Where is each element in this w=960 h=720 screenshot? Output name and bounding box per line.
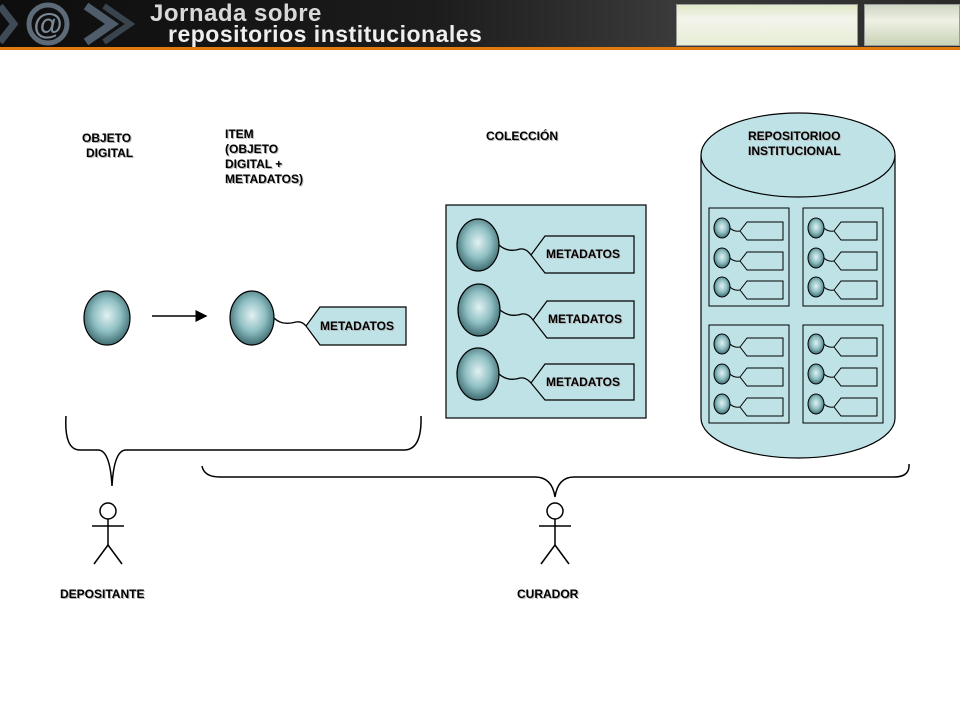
depositor-label: DEPOSITANTE — [60, 587, 145, 601]
repository-label: REPOSITORIOO INSTITUCIONAL — [748, 129, 841, 159]
screenshot-thumbnail-2 — [864, 4, 960, 46]
header-banner: @ Jornada sobre repositorios institucion… — [0, 0, 960, 48]
depositor-figure-icon — [92, 502, 124, 565]
item-sphere — [229, 290, 275, 346]
collection-label: COLECCIÓN — [486, 129, 558, 143]
item-label-line-4: METADATOS) — [225, 172, 303, 186]
item-metadata-tag — [305, 306, 407, 346]
collection-item-2 — [457, 283, 635, 339]
item-label-line-3: DIGITAL + — [225, 157, 283, 171]
repository-collection-3 — [708, 324, 790, 424]
repository-label-line-2: INSTITUCIONAL — [748, 144, 841, 158]
item-label-line-1: ITEM — [225, 127, 254, 141]
collection-metadata-tag-label-3: METADATOS — [546, 375, 620, 389]
collection-metadata-tag-label-1: METADATOS — [546, 247, 620, 261]
header-accent-band — [0, 47, 960, 50]
item-label: ITEM (OBJETO DIGITAL + METADATOS) — [225, 127, 303, 187]
repository-collection-2 — [802, 207, 884, 307]
digital-object-label-line-2: DIGITAL — [86, 146, 134, 160]
screenshot-thumbnail-1 — [676, 4, 858, 46]
digital-object-label: OBJETO DIGITAL — [82, 131, 133, 161]
collection-item-3 — [456, 347, 635, 401]
digital-object-label-line-1: OBJETO — [82, 131, 132, 145]
at-sign-icon: @ — [0, 2, 136, 46]
collection-item-1 — [456, 218, 635, 274]
depositor-brace — [65, 415, 422, 487]
curator-label: CURADOR — [517, 587, 579, 601]
item-metadata-connector — [273, 317, 307, 327]
collection-metadata-tag-label-2: METADATOS — [548, 312, 622, 326]
repository-cylinder-top — [700, 112, 896, 198]
header-title-line-1: Jornada sobre — [150, 0, 322, 27]
repository-collection-4 — [802, 324, 884, 424]
repository-collection-1 — [708, 207, 790, 307]
curator-brace — [201, 463, 910, 498]
item-metadata-tag-label: METADATOS — [320, 319, 394, 333]
header-title-line-2: repositorios institucionales — [168, 21, 483, 47]
curator-figure-icon — [539, 502, 571, 565]
digital-object-sphere — [83, 290, 131, 346]
svg-text:@: @ — [33, 8, 62, 41]
repository-label-line-1: REPOSITORIOO — [748, 129, 841, 143]
item-label-line-2: (OBJETO — [225, 142, 279, 156]
